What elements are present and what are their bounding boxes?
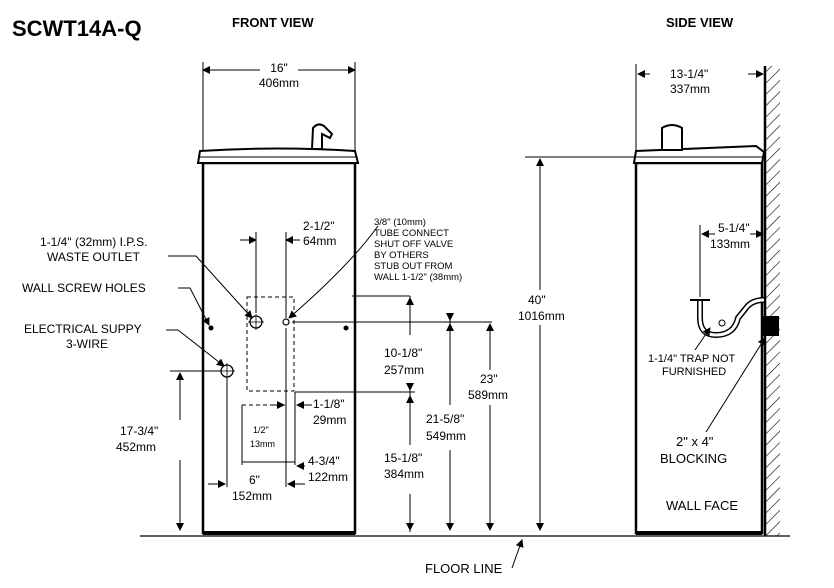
waste-offset-mm: 64mm — [303, 234, 336, 248]
width-in: 16" — [270, 61, 288, 75]
tube-line-5: STUB OUT FROM — [374, 261, 453, 272]
dim-10-1-8-mm: 257mm — [384, 363, 424, 377]
water-supply — [282, 318, 290, 326]
wall-hatch — [766, 66, 780, 536]
dim-17-3-4-in: 17-3/4" — [120, 424, 158, 438]
dim-1-1-8-mm: 29mm — [313, 413, 346, 427]
tube-line-6: WALL 1-1/2" (38mm) — [374, 272, 462, 283]
dim-17-3-4-mm: 452mm — [116, 440, 156, 454]
dim-15-1-8-in: 15-1/8" — [384, 451, 422, 465]
floor-line-label: FLOOR LINE — [425, 561, 503, 576]
front-labels: 16" 406mm 2-1/2" 64mm 3/8" (10mm) TUBE C… — [22, 61, 565, 576]
dim-5-1-4-in: 5-1/4" — [718, 221, 750, 235]
dim-15-1-8-mm: 384mm — [384, 467, 424, 481]
dim-23-mm: 589mm — [468, 388, 508, 402]
width-mm: 406mm — [259, 76, 299, 90]
wall-screw-holes-label: WALL SCREW HOLES — [22, 281, 146, 295]
front-basin-top — [196, 147, 360, 164]
front-view-label: FRONT VIEW — [232, 15, 314, 30]
trap-line-2: FURNISHED — [662, 366, 726, 378]
dim-1-2-in: 1/2" — [253, 425, 269, 435]
blocking-line-1: 2" x 4" — [676, 434, 714, 449]
side-cabinet — [634, 161, 764, 535]
dim-21-5-8-in: 21-5/8" — [426, 412, 464, 426]
electrical-line-1: ELECTRICAL SUPPY — [24, 322, 142, 336]
side-view-label: SIDE VIEW — [666, 15, 734, 30]
depth-mm: 337mm — [670, 82, 710, 96]
wall-screw-hole-right — [343, 325, 349, 331]
front-dimension-lines — [140, 62, 790, 569]
waste-offset-in: 2-1/2" — [303, 219, 335, 233]
electrical-line-2: 3-WIRE — [66, 337, 108, 351]
dim-6-mm: 152mm — [232, 489, 272, 503]
dim-21-5-8-mm: 549mm — [426, 429, 466, 443]
trap-line-1: 1-1/4" TRAP NOT — [648, 353, 736, 365]
blocking-line-2: BLOCKING — [660, 451, 727, 466]
wall-face-label: WALL FACE — [666, 498, 738, 513]
side-view — [632, 66, 780, 536]
front-view — [196, 123, 360, 535]
model-title: SCWT14A-Q — [12, 16, 142, 41]
dim-1-2-mm: 13mm — [250, 439, 275, 449]
dim-10-1-8-in: 10-1/8" — [384, 346, 422, 360]
blocking — [763, 316, 779, 336]
front-access-panel — [246, 296, 295, 392]
dim-4-3-4-mm: 122mm — [308, 470, 348, 484]
side-bubbler — [661, 124, 683, 151]
tube-line-2: TUBE CONNECT — [374, 228, 449, 239]
dim-40-mm: 1016mm — [518, 309, 565, 323]
tube-line-1: 3/8" (10mm) — [374, 217, 426, 228]
dim-5-1-4-mm: 133mm — [710, 237, 750, 251]
front-bubbler — [310, 123, 334, 150]
dim-23-in: 23" — [480, 372, 498, 386]
side-basin-top — [632, 144, 766, 164]
dim-40-in: 40" — [528, 293, 546, 307]
tube-line-3: SHUT OFF VALVE — [374, 239, 453, 250]
depth-in: 13-1/4" — [670, 67, 708, 81]
ips-line-2: WASTE OUTLET — [47, 250, 141, 264]
tube-line-4: BY OTHERS — [374, 250, 429, 261]
ips-line-1: 1-1/4" (32mm) I.P.S. — [40, 235, 147, 249]
dim-6-in: 6" — [249, 473, 260, 487]
wall-screw-hole-left — [208, 325, 214, 331]
dim-1-1-8-in: 1-1/8" — [313, 397, 345, 411]
side-dimension-lines — [635, 64, 766, 433]
side-labels: 13-1/4" 337mm 5-1/4" 133mm 1-1/4" TRAP N… — [648, 67, 750, 513]
dim-4-3-4-in: 4-3/4" — [308, 454, 340, 468]
